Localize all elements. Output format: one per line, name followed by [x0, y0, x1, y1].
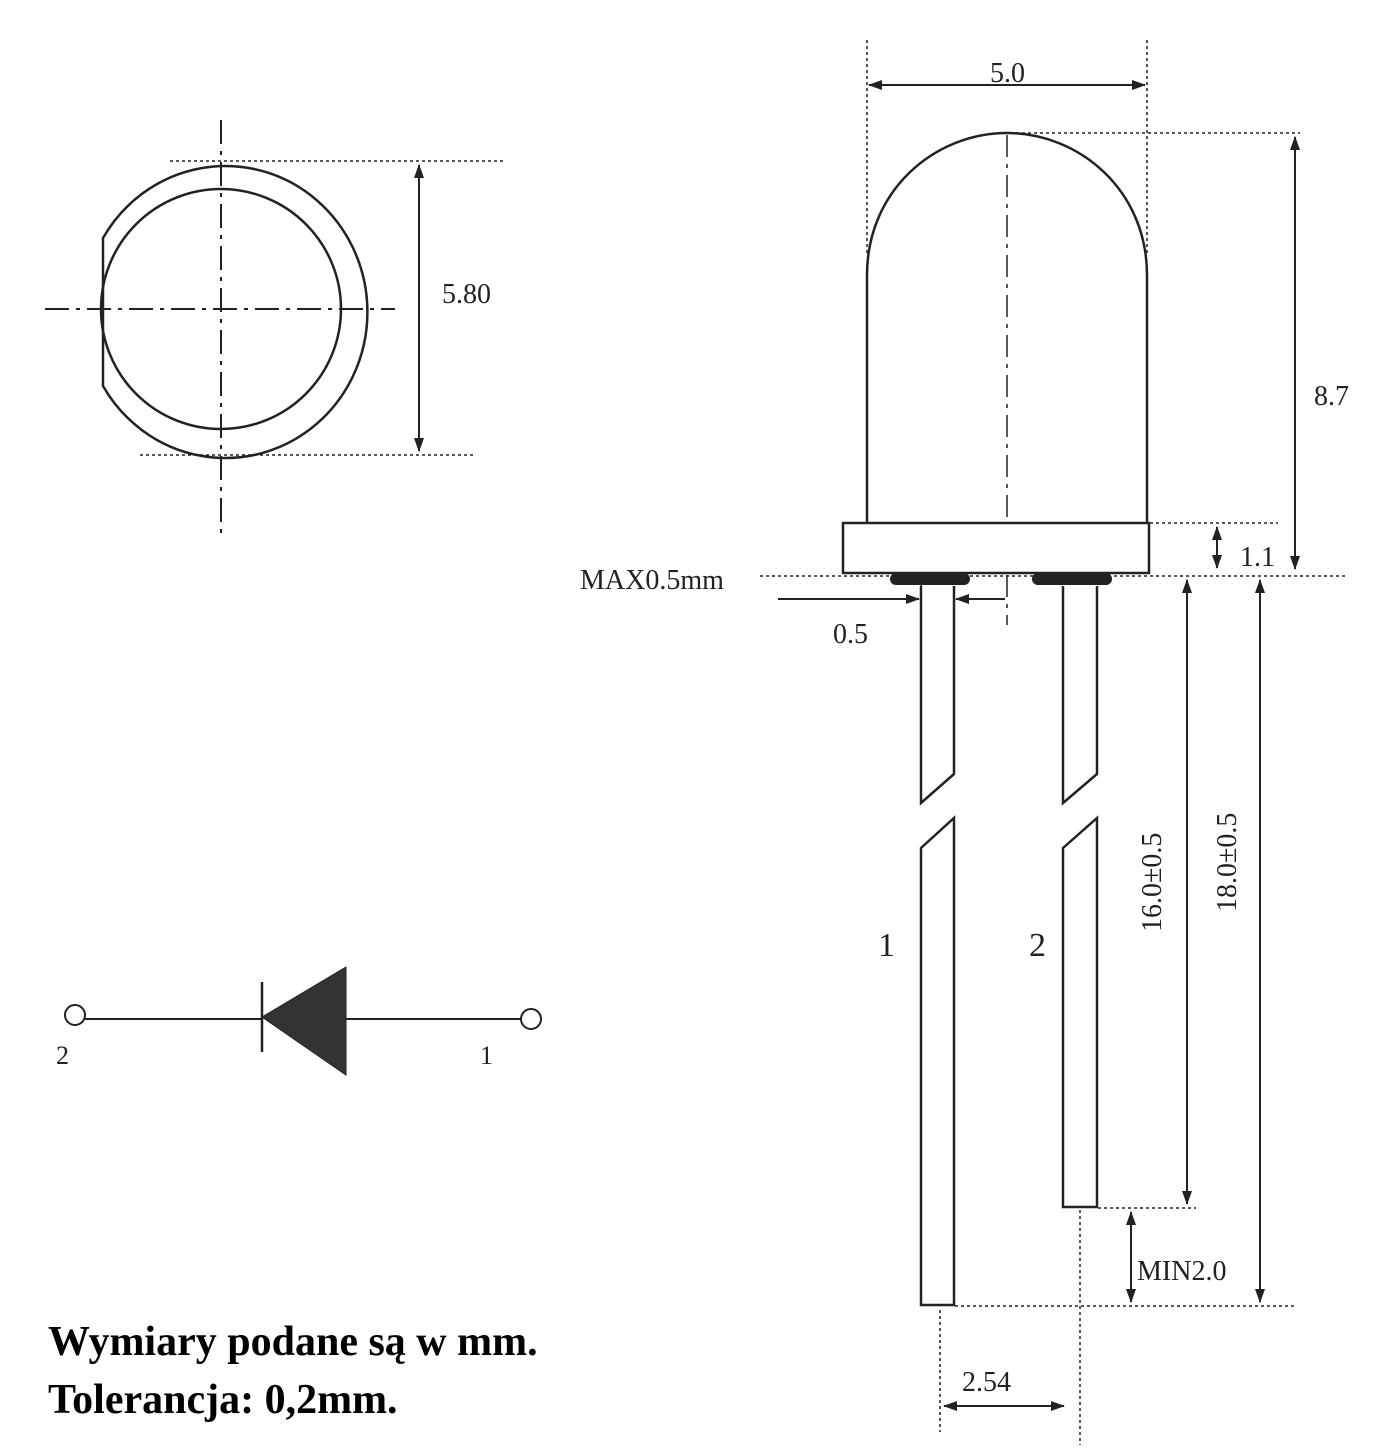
standoff-pad-1 [890, 573, 970, 585]
lead-2-lower [1061, 815, 1099, 1209]
diode-schematic-symbol [64, 966, 542, 1076]
pitch-dimension-label: 2.54 [962, 1367, 1011, 1398]
units-note: Wymiary podane są w mm. [48, 1319, 538, 1365]
flange-outline-with-flat [101, 164, 369, 460]
pin-1-label: 1 [878, 927, 895, 964]
lens-outline [99, 187, 343, 431]
led-lens-body [865, 131, 1149, 523]
terminal-1-circle [520, 1008, 542, 1030]
max-standoff-label: MAX0.5mm [580, 565, 724, 596]
lead-width-label: 0.5 [833, 619, 868, 650]
led-flange [841, 521, 1151, 575]
standoff-pad-2 [1032, 573, 1112, 585]
height-dimension-label: 8.7 [1314, 381, 1349, 412]
tolerance-note: Tolerancja: 0,2mm. [48, 1377, 398, 1423]
terminal-2-circle [64, 1004, 86, 1026]
diameter-dimension-label: 5.80 [442, 279, 491, 310]
width-dimension-label: 5.0 [990, 58, 1025, 89]
anode-triangle [261, 966, 347, 1076]
side-view [760, 40, 1345, 1445]
lead-1-upper [919, 586, 956, 806]
top-view [45, 120, 505, 535]
terminal-2-label: 2 [56, 1041, 69, 1070]
pin-2-label: 2 [1029, 927, 1046, 964]
lead-1-lower [919, 815, 956, 1307]
long-lead-dimension-label: 18.0±0.5 [1212, 813, 1243, 912]
short-lead-dimension-label: 16.0±0.5 [1137, 833, 1168, 932]
flange-dimension-label: 1.1 [1240, 542, 1275, 573]
min-dimension-label: MIN2.0 [1137, 1256, 1226, 1287]
lead-2-upper [1061, 586, 1099, 806]
terminal-1-label: 1 [480, 1041, 493, 1070]
